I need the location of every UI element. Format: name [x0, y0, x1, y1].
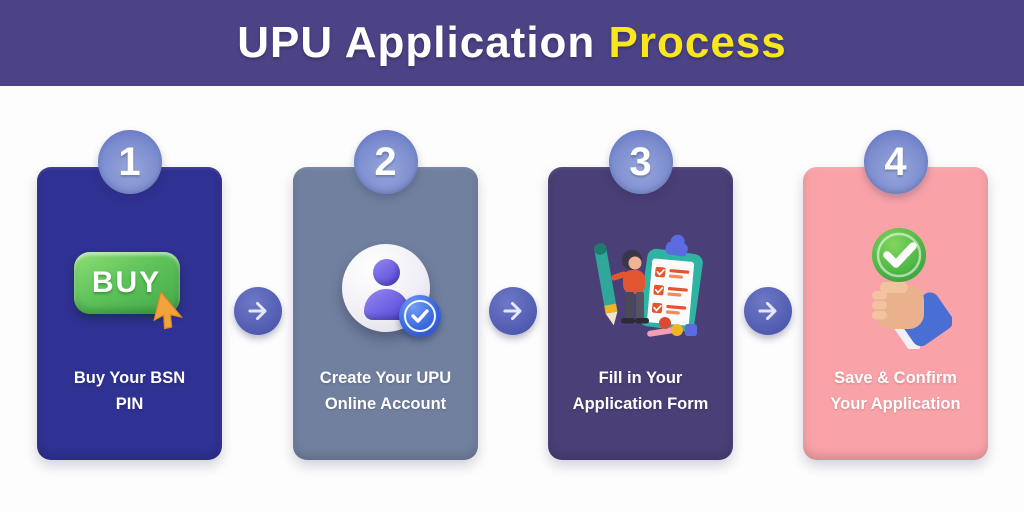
arrow-right-glyph: [758, 301, 777, 321]
page-title: UPU Application Process: [237, 18, 787, 68]
form-illustration: [593, 234, 703, 337]
step-number: 2: [374, 140, 397, 184]
step-label: Buy Your BSN PIN: [37, 365, 222, 418]
step-number: 4: [884, 140, 907, 184]
buy-button-cursor-icon: BUY: [37, 229, 222, 347]
step-label-line2: Online Account: [324, 395, 447, 414]
step-number-badge: 3: [608, 130, 673, 194]
verified-check-badge-icon: [398, 295, 441, 337]
avatar: [341, 244, 441, 337]
step-number: 3: [629, 140, 652, 184]
step-label-line1: Fill in Your: [598, 369, 683, 387]
verified-account-icon: [293, 229, 478, 347]
confirm-illustration: [871, 228, 952, 349]
step-label: Fill in Your Application Form: [548, 365, 733, 418]
buy-button-label: BUY: [91, 266, 162, 299]
step-card-4: 4: [803, 130, 988, 460]
step-number-badge: 4: [863, 130, 928, 194]
step-number-badge: 2: [353, 130, 418, 194]
next-step-arrow-icon: [234, 287, 282, 335]
buy-button-face: BUY: [73, 252, 180, 314]
buy-button-icon: BUY: [73, 252, 186, 330]
step-card-1: 1 BUY Buy Your BSN PIN: [37, 130, 222, 460]
step-label-line1: Create Your UPU: [319, 369, 452, 387]
step-label-line2: PIN: [115, 395, 144, 414]
check-glyph: [410, 309, 429, 323]
person-head: [372, 259, 400, 286]
step-card-3: 3: [548, 130, 733, 460]
step-card-2: 2 Create Your UPU Online Account: [293, 130, 478, 460]
step-number-badge: 1: [97, 130, 162, 194]
arrow-right-glyph: [248, 301, 267, 321]
confirm-hand-check-icon: [803, 228, 988, 349]
page-title-main: UPU Application: [237, 18, 609, 67]
step-label: Create Your UPU Online Account: [293, 365, 478, 418]
step-label: Save & Confirm Your Application: [803, 365, 988, 418]
form-checklist-icon: [548, 229, 733, 347]
step-label-line1: Save & Confirm: [834, 369, 957, 387]
step-label-line2: Your Application: [830, 395, 961, 414]
next-step-arrow-icon: [744, 287, 792, 335]
cursor-icon: [152, 292, 183, 330]
next-step-arrow-icon: [489, 287, 537, 335]
step-number: 1: [118, 140, 141, 184]
arrow-right-glyph: [503, 301, 522, 321]
step-label-line1: Buy Your BSN: [73, 369, 186, 387]
page-title-highlight: Process: [608, 18, 787, 67]
step-label-line2: Application Form: [572, 395, 709, 414]
header-bar: UPU Application Process: [0, 0, 1024, 86]
